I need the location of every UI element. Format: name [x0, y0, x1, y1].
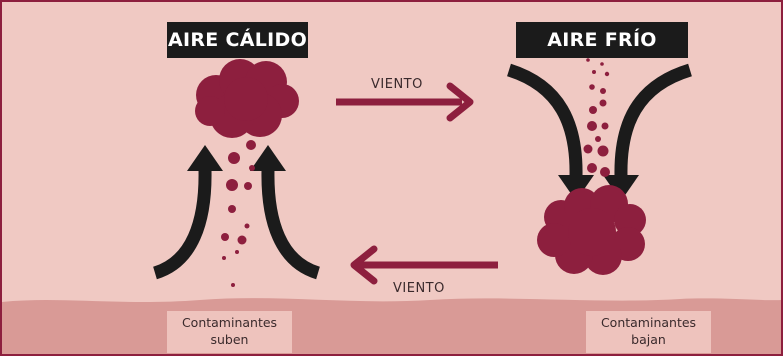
falling-air-arrow-icon [506, 63, 594, 201]
falling-air-arrow-icon [603, 63, 693, 201]
wind-arrow-icon [336, 82, 474, 122]
pollution-particles [221, 140, 256, 287]
wind-arrow-icon [350, 245, 498, 285]
pollution-cloud-icon [537, 185, 646, 275]
rising-air-arrow-icon [152, 145, 223, 280]
wind-label-bottom: VIENTO [393, 281, 445, 296]
warm-air-label: AIRE CÁLIDO [167, 22, 308, 58]
pollution-particles [583, 58, 610, 177]
rising-air-arrow-icon [250, 145, 321, 280]
caption-right-line1: Contaminantes [600, 315, 697, 330]
caption-left-line1: Contaminantes [181, 315, 278, 330]
cold-air-label: AIRE FRÍO [516, 22, 688, 58]
pollution-cloud-icon [195, 59, 299, 138]
caption-falling-pollutants: Contaminantes bajan [586, 311, 711, 353]
wind-label-top: VIENTO [371, 77, 423, 92]
caption-rising-pollutants: Contaminantes suben [167, 311, 292, 353]
caption-left-line2: suben [210, 332, 249, 347]
caption-right-line2: bajan [631, 332, 666, 347]
